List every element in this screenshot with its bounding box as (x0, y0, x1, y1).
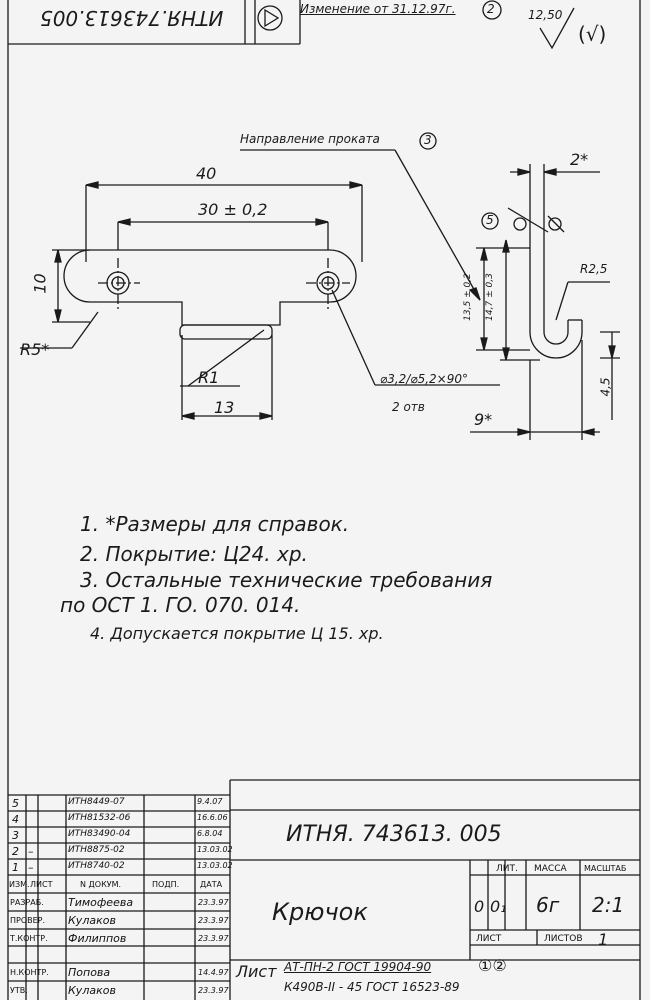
rev-date: 13.03.02 (197, 845, 233, 854)
rev-number: 3 (12, 829, 19, 842)
mass-value: 6г (536, 893, 560, 917)
signer-date: 23.3.97 (198, 916, 229, 925)
rev-doc: ИТН8740-02 (68, 861, 125, 871)
rev-number: 1 (12, 861, 19, 874)
rev-mark: – (28, 845, 34, 858)
rev-mark: – (28, 861, 34, 874)
rev-doc: ИТН8875-02 (68, 845, 125, 855)
change-mark: 2 (487, 2, 495, 16)
lit-value-1: 0 (474, 897, 485, 916)
signer-name: Тимофеева (68, 896, 134, 909)
rev-number: 5 (12, 797, 19, 810)
roughness-value: 12,50 (528, 8, 563, 22)
rolling-mark: 3 (424, 133, 432, 147)
header-sheet: ЛИСТ (30, 880, 53, 889)
dim-14-7: 14,7 ± 0,3 (484, 273, 495, 321)
dim-4-5: 4,5 (598, 377, 613, 397)
signer-role: Н.КОНТР. (10, 968, 49, 977)
rev-date: 13.03.02 (197, 861, 233, 870)
dim-13: 13 (214, 398, 235, 417)
material-marks: ①② (478, 956, 507, 975)
signer-date: 23.3.97 (198, 986, 229, 995)
signer-role: Т.КОНТР. (10, 934, 48, 943)
drawing-designation: ИТНЯ. 743613. 005 (286, 822, 502, 847)
material-line-1: АТ-ПН-2 ГОСТ 19904-90 (284, 960, 432, 974)
rev-date: 16.6.06 (197, 813, 228, 822)
mass-header: МАССА (534, 864, 567, 874)
signer-name: Кулаков (68, 914, 116, 927)
signer-role: ПРОВЕР. (10, 916, 46, 925)
dim-30: 30 ± 0,2 (198, 200, 268, 219)
lit-header: ЛИТ. (496, 864, 518, 874)
signer-date: 14.4.97 (198, 968, 229, 977)
sheet-label: ЛИСТ (476, 934, 502, 944)
signer-date: 23.3.97 (198, 898, 229, 907)
dim-2: 2* (570, 150, 589, 169)
rev-doc: ИТН8449-07 (68, 797, 125, 807)
rolling-direction-label: Направление проката (240, 132, 380, 146)
material-prefix: Лист (236, 962, 277, 981)
hole-callout: ⌀3,2/⌀5,2×90° (380, 372, 468, 386)
rev-number: 2 (12, 845, 19, 858)
lit-value-2: 0₁ (490, 897, 507, 916)
note-3: 3. Остальные технические требования (80, 568, 493, 592)
dim-r1: R1 (198, 368, 220, 387)
rev-number: 4 (12, 813, 19, 826)
dim-r5: R5* (20, 340, 50, 359)
holes-count: 2 отв (392, 400, 425, 414)
note-1: 1. *Размеры для справок. (80, 512, 350, 536)
header-date: ДАТА (200, 880, 223, 889)
note-3-cont: по ОСТ 1. ГО. 070. 014. (60, 593, 301, 617)
signer-role: РАЗРАБ. (10, 898, 44, 907)
header-change: ИЗМ. (9, 880, 30, 889)
signer-date: 23.3.97 (198, 934, 229, 943)
scale-header: МАСШТАБ (584, 864, 627, 873)
rev-doc: ИТН83490-04 (68, 829, 131, 839)
dim-13-5: 13,5 ± 0,2 (462, 273, 473, 321)
signer-name: Кулаков (68, 984, 116, 997)
dim-40: 40 (196, 164, 217, 183)
header-signature: ПОДП. (152, 880, 180, 889)
sheets-count: 1 (598, 930, 609, 949)
note-4: 4. Допускается покрытие Ц 15. хр. (90, 624, 384, 643)
dim-10: 10 (30, 273, 50, 294)
note-2: 2. Покрытие: Ц24. хр. (80, 542, 308, 566)
flatness-mark: 5 (486, 213, 494, 227)
rev-date: 9.4.07 (197, 797, 223, 806)
material-line-2: К490В-II - 45 ГОСТ 16523-89 (284, 980, 460, 994)
rotated-designation: ИТНЯ.743613.005 (40, 6, 224, 30)
rev-doc: ИТН81532-06 (68, 813, 131, 823)
signer-role: УТВ. (10, 986, 28, 995)
scale-value: 2:1 (592, 893, 625, 917)
part-name: Крючок (272, 898, 368, 926)
signer-name: Филиппов (68, 932, 127, 945)
signer-name: Попова (68, 966, 111, 979)
change-note: Изменение от 31.12.97г. (300, 2, 456, 16)
dim-9: 9* (474, 410, 493, 429)
rev-date: 6.8.04 (197, 829, 223, 838)
header-doc: N ДОКУМ. (80, 880, 122, 889)
roughness-parenthesis: (√) (578, 22, 607, 46)
dim-r2-5: R2,5 (580, 262, 608, 276)
sheets-label: ЛИСТОВ (544, 934, 583, 944)
